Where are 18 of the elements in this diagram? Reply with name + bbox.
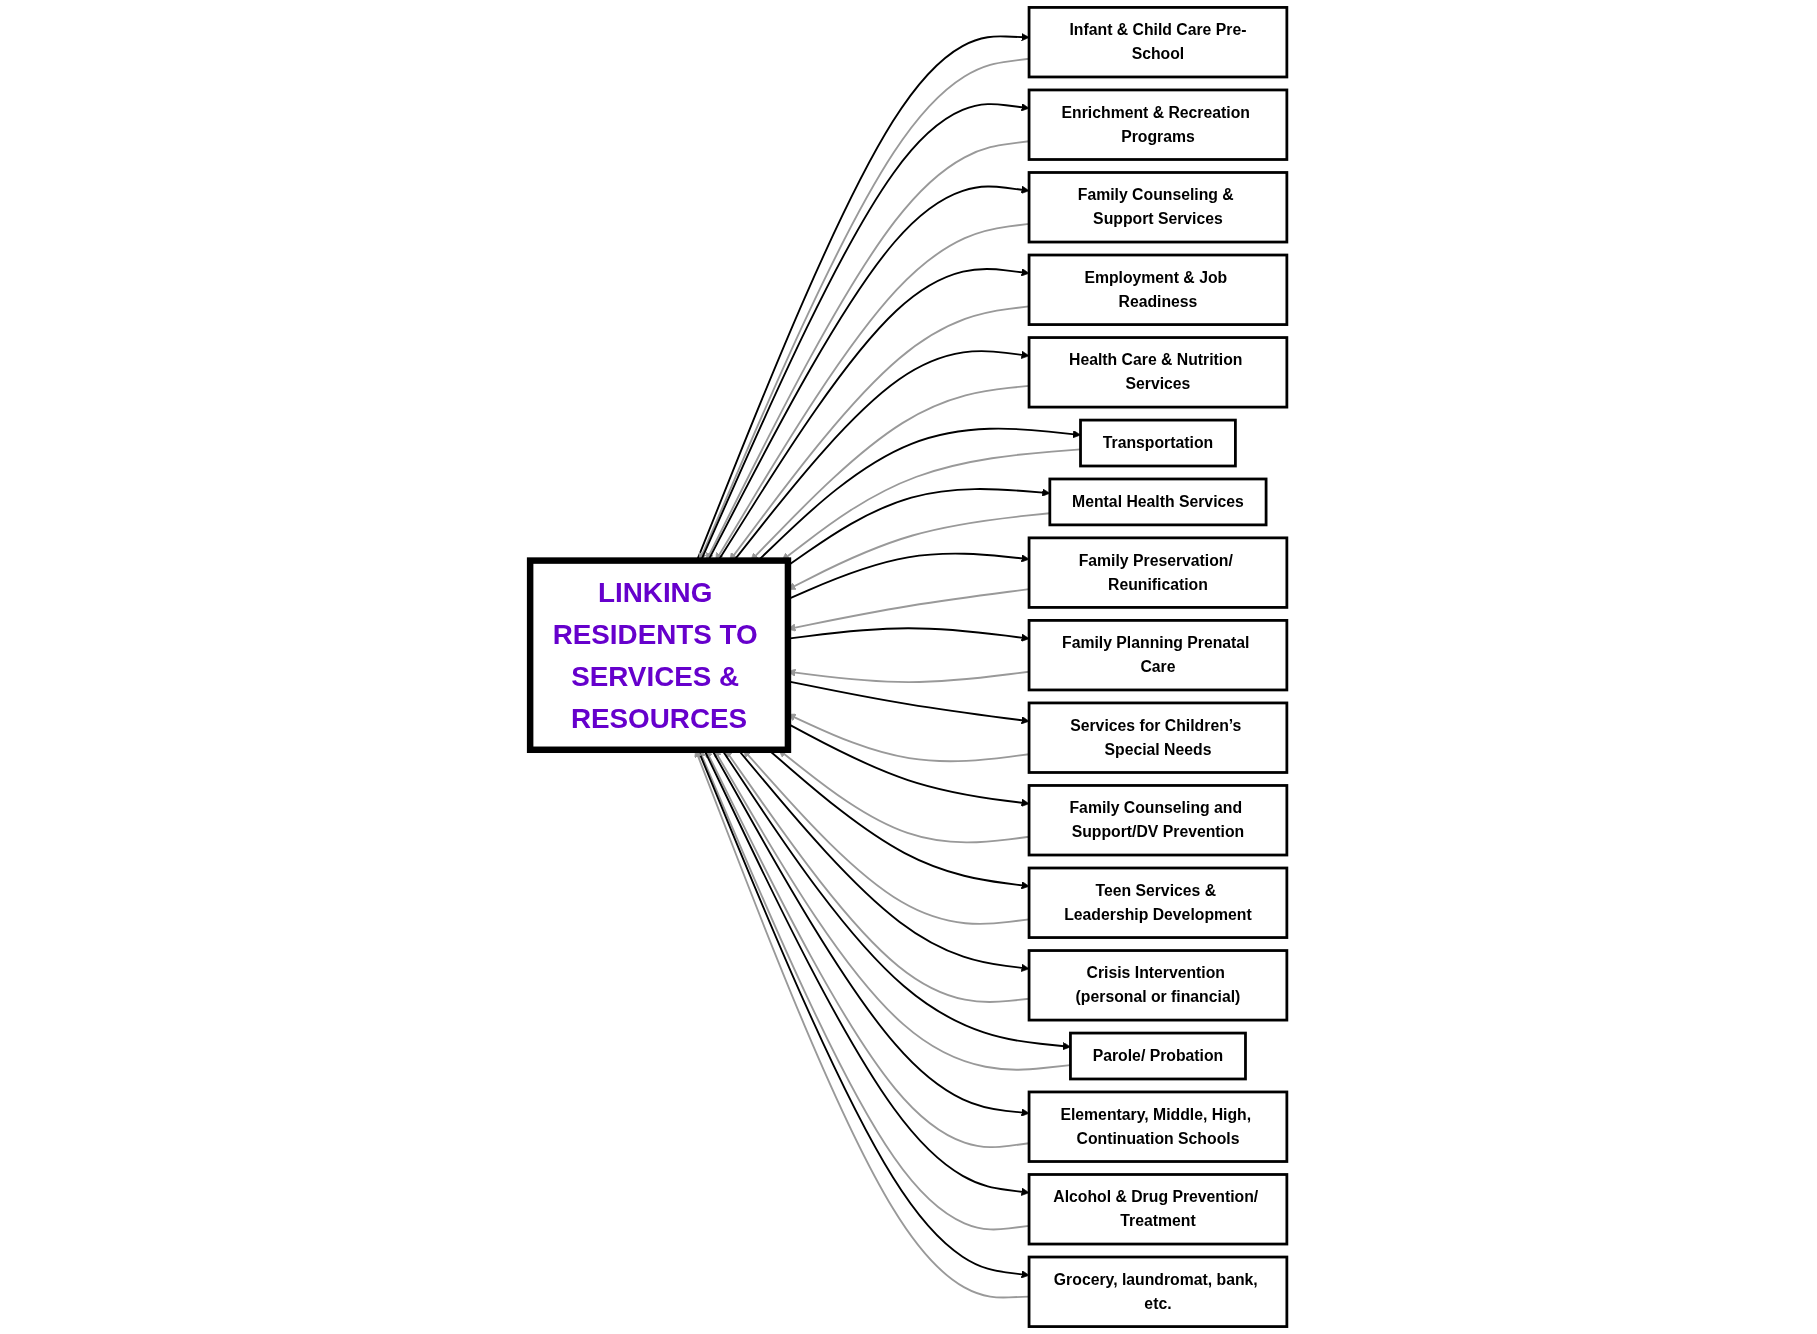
- node-box: Family Counseling & Support Services: [1027, 171, 1289, 244]
- node-box: Mental Health Services: [1048, 477, 1268, 527]
- node-box: Alcohol & Drug Prevention/ Treatment: [1027, 1173, 1289, 1246]
- node-box: Elementary, Middle, High, Continuation Schools: [1027, 1090, 1289, 1163]
- node-box: Family Preservation/ Reunification: [1027, 536, 1289, 609]
- node-box: Health Care & Nutrition Services: [1027, 336, 1289, 409]
- node-box: Infant & Child Care Pre-School: [1027, 6, 1289, 79]
- node-box: Enrichment & Recreation Programs: [1027, 88, 1289, 161]
- node-box: Employment & Job Readiness: [1027, 253, 1289, 326]
- node-box: Teen Services & Leadership Development: [1027, 866, 1289, 939]
- node-box: Parole/ Probation: [1069, 1031, 1247, 1081]
- node-box: Family Counseling and Support/DV Prevention: [1027, 784, 1289, 857]
- node-box: Transportation: [1079, 418, 1237, 468]
- node-box: Family Planning Prenatal Care: [1027, 619, 1289, 692]
- node-box: LINKING RESIDENTS TO SERVICES & RESOURCES: [526, 557, 792, 753]
- node-box: Crisis Intervention (personal or financial): [1027, 949, 1289, 1022]
- node-box: Services for Children’s Special Needs: [1027, 701, 1289, 774]
- node-box: Grocery, laundromat, bank, etc.: [1027, 1255, 1289, 1328]
